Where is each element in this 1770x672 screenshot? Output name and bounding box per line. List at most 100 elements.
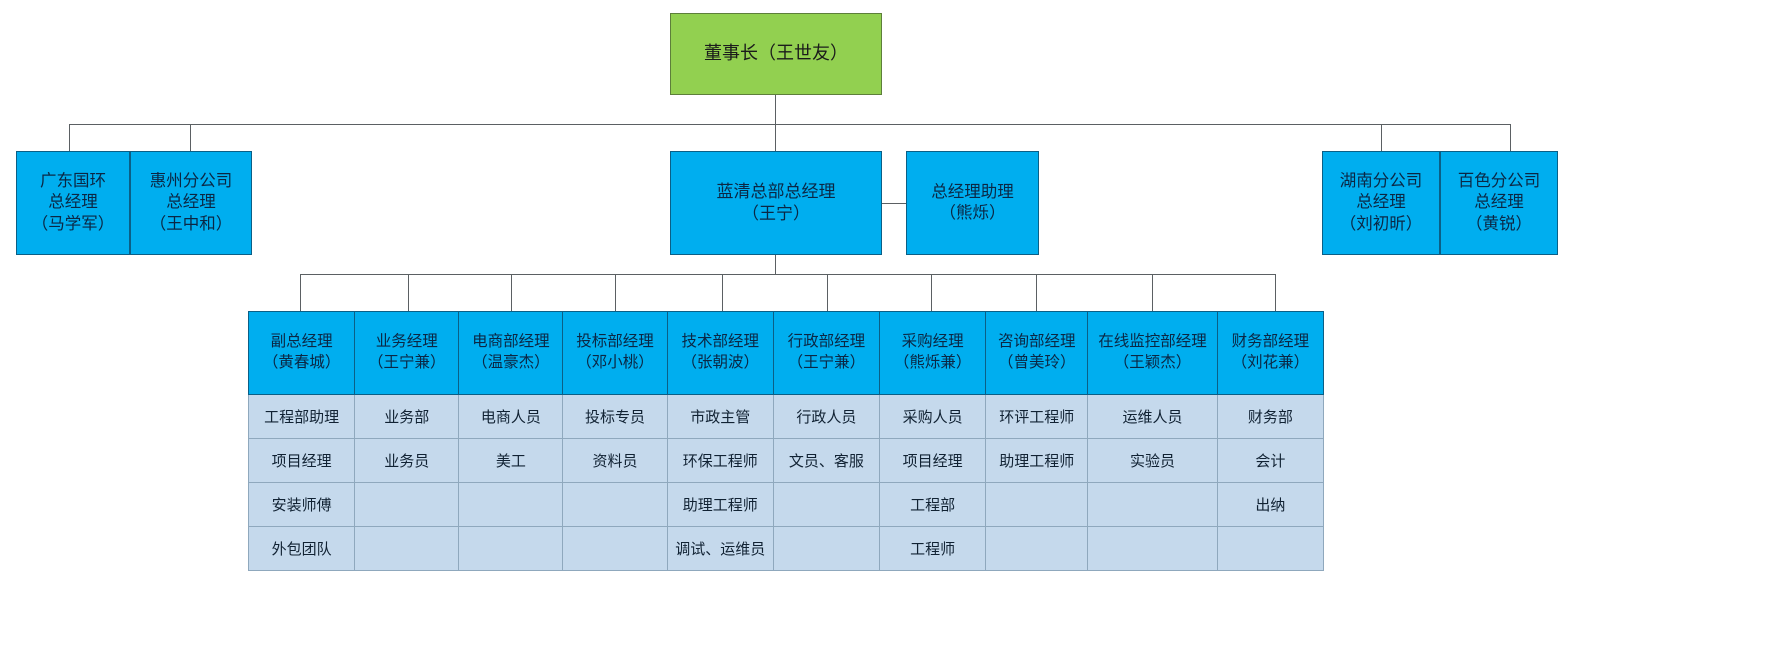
staff-cell-r3-c3 (458, 482, 564, 527)
staff-cell-r4-c4 (562, 526, 668, 571)
department-manager-name: （王宁兼） (367, 354, 446, 371)
department-staff-row: 工程部助理业务部电商人员投标专员市政主管行政人员采购人员环评工程师运维人员财务部 (247, 394, 1325, 439)
staff-cell-r2-c4[interactable]: 资料员 (562, 438, 668, 483)
department-title: 采购经理 (901, 333, 964, 351)
assistant-name: （熊烁） (939, 204, 1006, 222)
staff-cell-r4-c7[interactable]: 工程师 (878, 526, 987, 571)
staff-cell-r3-c1[interactable]: 安装师傅 (247, 482, 356, 527)
department-header-cell-4[interactable]: 投标部经理 （邓小桃） (562, 311, 668, 395)
branch-guangdong-title: 广东国环 (40, 171, 106, 190)
staff-cell-r4-c5[interactable]: 调试、运维员 (666, 526, 774, 571)
connector-gm-assistant (882, 203, 906, 204)
department-header-cell-8[interactable]: 咨询部经理（曾美玲） (985, 311, 1089, 395)
connector-dept-drop-5 (722, 274, 723, 311)
staff-cell-r2-c1[interactable]: 项目经理 (247, 438, 356, 483)
connector-drop-hn (1381, 124, 1382, 151)
connector-dept-bus (300, 274, 1275, 275)
staff-cell-r4-c3 (458, 526, 564, 571)
department-header-cell-9[interactable]: 在线监控部经理（王颖杰） (1087, 311, 1218, 395)
connector-dept-drop-2 (408, 274, 409, 311)
staff-cell-r1-c9[interactable]: 运维人员 (1087, 394, 1218, 439)
staff-cell-r4-c9 (1087, 526, 1218, 571)
connector-dept-drop-10 (1275, 274, 1276, 311)
staff-cell-r1-c7[interactable]: 采购人员 (878, 394, 987, 439)
staff-cell-r2-c6[interactable]: 文员、客服 (772, 438, 880, 483)
staff-cell-r2-c3[interactable]: 美工 (458, 438, 564, 483)
center-gm-name: （王宁） (742, 204, 810, 223)
department-title: 业务经理 (375, 333, 438, 351)
staff-cell-r1-c3[interactable]: 电商人员 (458, 394, 564, 439)
connector-dept-drop-6 (827, 274, 828, 311)
node-center-gm[interactable]: 蓝清总部总经理 （王宁） (670, 151, 882, 255)
branch-huizhou-name: （王中和） (149, 214, 233, 233)
staff-cell-r3-c8 (985, 482, 1089, 527)
connector-dept-drop-3 (511, 274, 512, 311)
department-title: 技术部经理 (681, 333, 759, 351)
node-branch-huizhou[interactable]: 惠州分公司 总经理 （王中和） (130, 151, 252, 255)
department-manager-name: （熊烁兼） (893, 354, 972, 371)
department-header-cell-3[interactable]: 电商部经理 （温豪杰） (458, 311, 564, 395)
department-title: 电商部经理 (472, 333, 550, 351)
node-chairman[interactable]: 董事长（王世友） (670, 13, 882, 95)
staff-cell-r1-c6[interactable]: 行政人员 (772, 394, 880, 439)
staff-cell-r3-c6 (772, 482, 880, 527)
connector-drop-center (775, 124, 776, 151)
node-branch-guangdong[interactable]: 广东国环 总经理 （马学军） (16, 151, 130, 255)
node-gm-assistant[interactable]: 总经理助理 （熊烁） (906, 151, 1039, 255)
staff-cell-r2-c7[interactable]: 项目经理 (878, 438, 987, 483)
department-header-cell-10[interactable]: 财务部经理（刘花兼） (1216, 311, 1325, 395)
department-header-cell-2[interactable]: 业务经理 （王宁兼） (354, 311, 460, 395)
staff-cell-r4-c1[interactable]: 外包团队 (247, 526, 356, 571)
staff-cell-r1-c10[interactable]: 财务部 (1216, 394, 1325, 439)
staff-cell-r1-c5[interactable]: 市政主管 (666, 394, 774, 439)
department-header-cell-5[interactable]: 技术部经理 （张朝波） (666, 311, 774, 395)
staff-cell-r2-c2[interactable]: 业务员 (354, 438, 460, 483)
department-staff-row: 安装师傅 助理工程师 工程部 出纳 (247, 482, 1325, 527)
department-header-row: 副总经理（黄春城） 业务经理 （王宁兼） 电商部经理 （温豪杰） 投标部经理 （邓小桃） 技术… (247, 311, 1325, 395)
branch-guangdong-name: （马学军） (31, 214, 115, 233)
department-staff-row: 外包团队 调试、运维员 工程师 (247, 526, 1325, 571)
connector-dept-drop-8 (1036, 274, 1037, 311)
staff-cell-r4-c6 (772, 526, 880, 571)
node-branch-hunan[interactable]: 湖南分公司 总经理 （刘初昕） (1322, 151, 1440, 255)
department-title: 咨询部经理 (997, 333, 1076, 351)
department-title: 投标部经理 (576, 333, 654, 351)
staff-cell-r2-c10[interactable]: 会计 (1216, 438, 1325, 483)
staff-cell-r4-c10 (1216, 526, 1325, 571)
staff-cell-r3-c5[interactable]: 助理工程师 (666, 482, 774, 527)
department-manager-name: （温豪杰） (472, 354, 550, 371)
department-header-cell-7[interactable]: 采购经理 （熊烁兼） (878, 311, 987, 395)
department-title: 在线监控部经理 (1098, 333, 1207, 351)
connector-top-bus (69, 124, 1511, 125)
staff-cell-r3-c9 (1087, 482, 1218, 527)
connector-dept-drop-4 (615, 274, 616, 311)
branch-baise-role: 总经理 (1474, 193, 1524, 212)
staff-cell-r1-c8[interactable]: 环评工程师 (985, 394, 1089, 439)
chairman-label: 董事长（王世友） (704, 43, 848, 64)
staff-cell-r1-c2[interactable]: 业务部 (354, 394, 460, 439)
node-branch-baise[interactable]: 百色分公司 总经理 （黄锐） (1440, 151, 1558, 255)
branch-hunan-title: 湖南分公司 (1339, 171, 1423, 190)
staff-cell-r2-c9[interactable]: 实验员 (1087, 438, 1218, 483)
department-title: 副总经理 (270, 333, 333, 351)
staff-cell-r2-c8[interactable]: 助理工程师 (985, 438, 1089, 483)
staff-cell-r2-c5[interactable]: 环保工程师 (666, 438, 774, 483)
branch-baise-title: 百色分公司 (1457, 171, 1541, 190)
department-manager-name: （邓小桃） (576, 354, 654, 371)
connector-gm-stem (775, 255, 776, 274)
staff-cell-r3-c10[interactable]: 出纳 (1216, 482, 1325, 527)
staff-cell-r3-c4 (562, 482, 668, 527)
department-manager-name: （张朝波） (681, 354, 759, 371)
department-header-cell-6[interactable]: 行政部经理（王宁兼） (772, 311, 880, 395)
department-manager-name: （王宁兼） (787, 354, 866, 371)
staff-cell-r3-c7[interactable]: 工程部 (878, 482, 987, 527)
connector-dept-drop-9 (1152, 274, 1153, 311)
staff-cell-r1-c1[interactable]: 工程部助理 (247, 394, 356, 439)
staff-cell-r1-c4[interactable]: 投标专员 (562, 394, 668, 439)
connector-drop-hz (190, 124, 191, 151)
connector-drop-bs (1510, 124, 1511, 151)
branch-hunan-role: 总经理 (1356, 193, 1406, 212)
department-header-cell-1[interactable]: 副总经理（黄春城） (247, 311, 356, 395)
staff-cell-r4-c2 (354, 526, 460, 571)
